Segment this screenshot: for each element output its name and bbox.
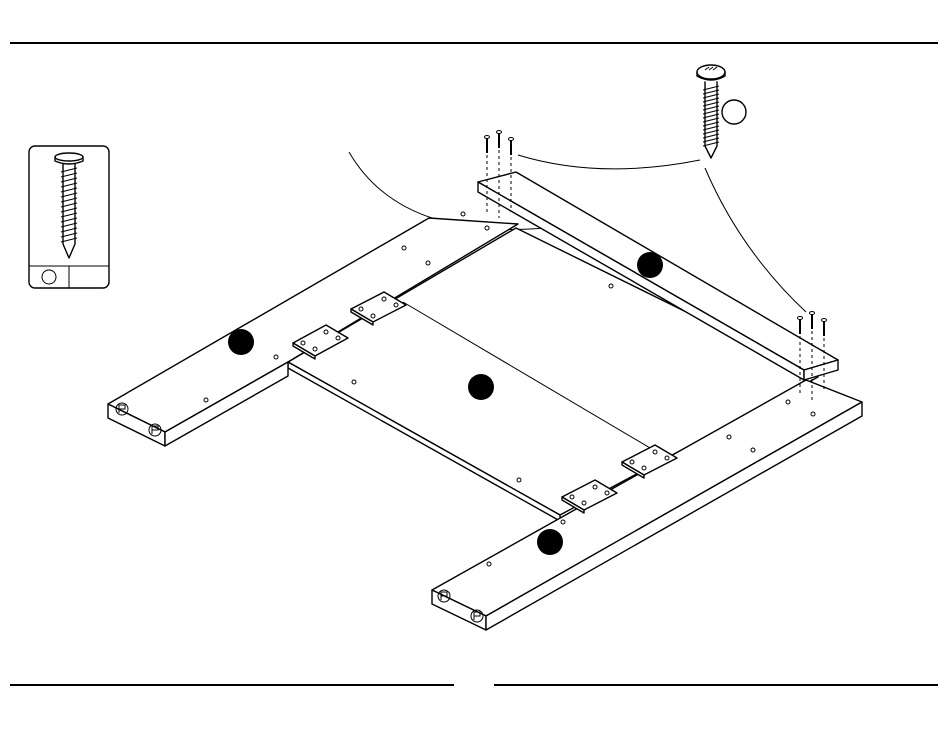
hardware-legend bbox=[29, 146, 109, 288]
screw-icon bbox=[485, 136, 490, 215]
hardware-legend-step-circle-icon bbox=[42, 270, 56, 284]
callout-step-circle-icon bbox=[722, 100, 746, 124]
callout-leader-left bbox=[518, 155, 700, 169]
screw-icon bbox=[55, 153, 83, 258]
filled-circle-icon bbox=[637, 252, 663, 278]
filled-circle-icon bbox=[537, 529, 563, 555]
screw-icon bbox=[697, 65, 725, 158]
filled-circle-icon bbox=[468, 374, 494, 400]
filled-circle-icon bbox=[228, 329, 254, 355]
